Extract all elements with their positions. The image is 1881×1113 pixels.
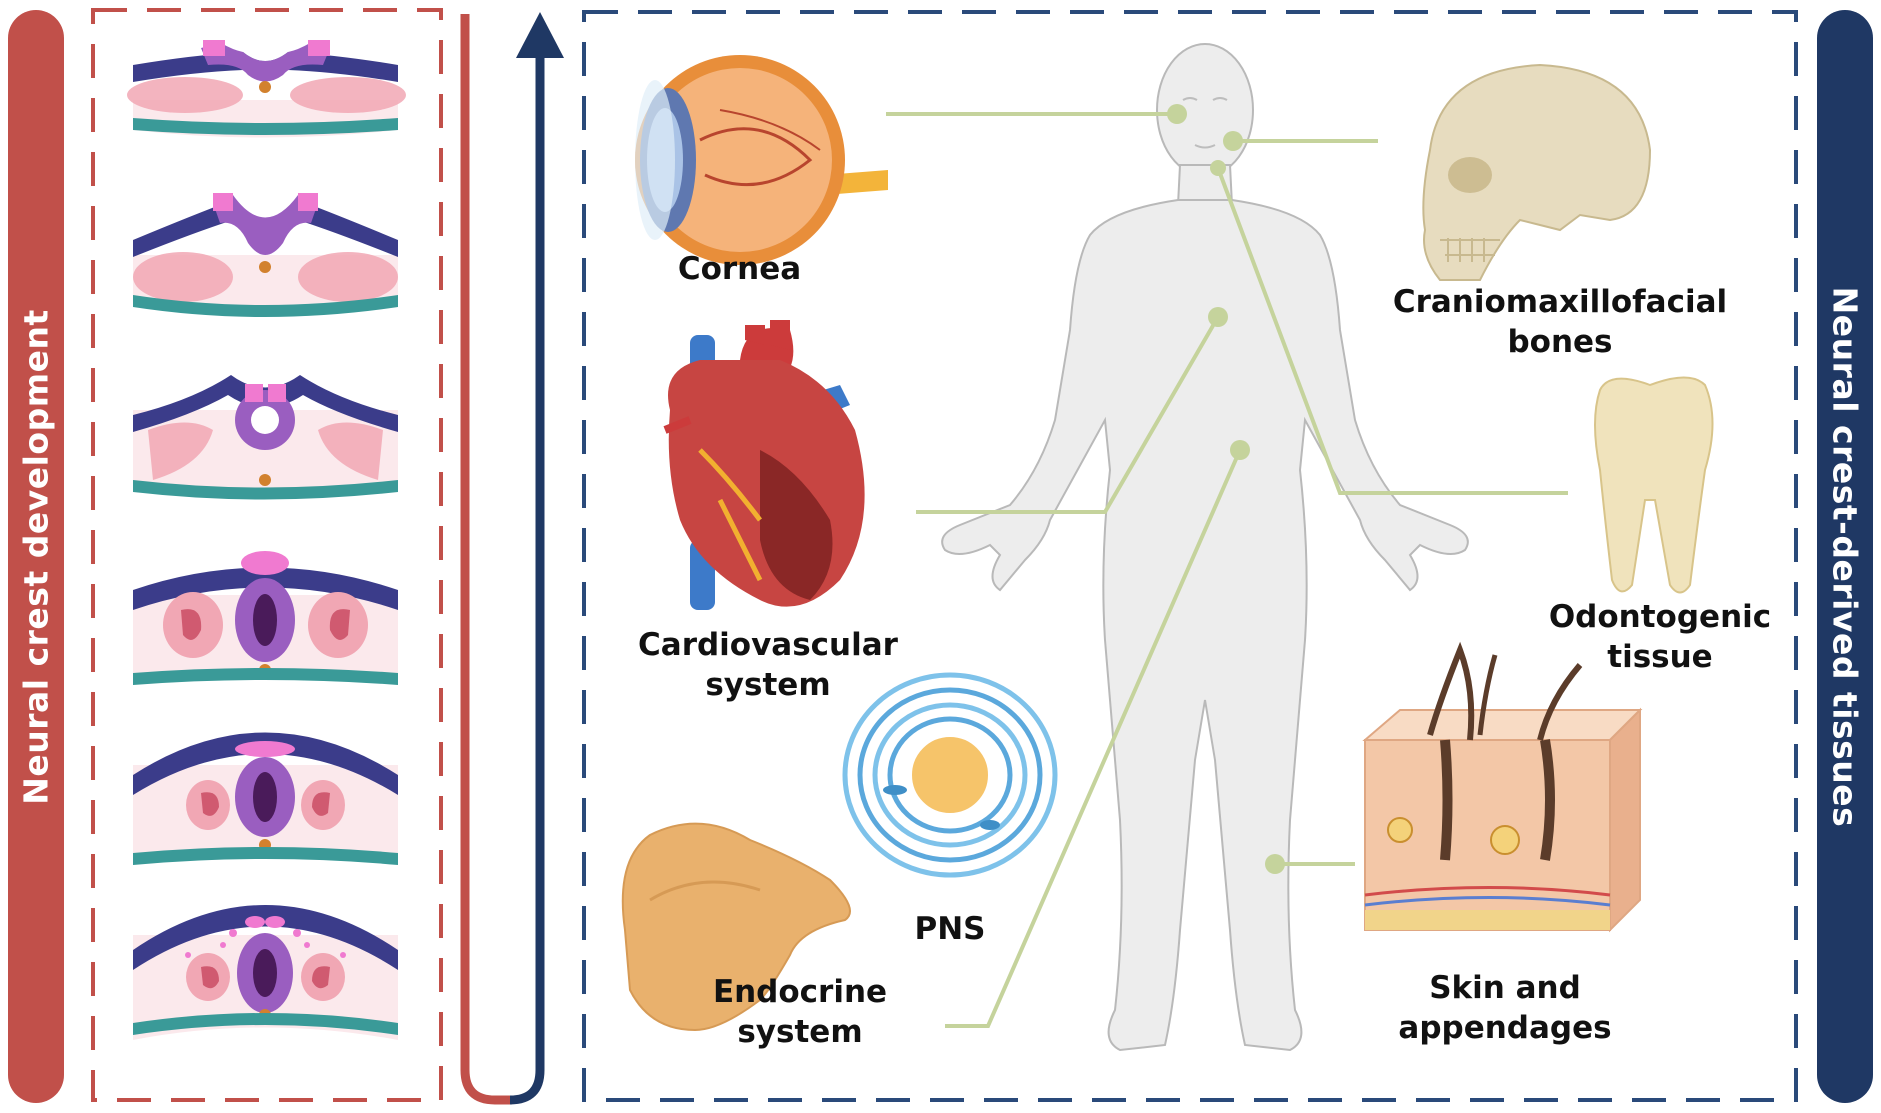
label-endocrine: Endocrine system — [680, 972, 920, 1052]
right-bar: Neural crest-derived tissues — [1817, 10, 1873, 1103]
skin-icon — [1362, 641, 1643, 933]
gland-icon — [621, 822, 851, 1032]
label-pns: PNS — [914, 911, 986, 947]
label-craniomaxillofacial: Craniomaxillofacial bones — [1390, 282, 1730, 362]
arrow-red-segment — [460, 14, 512, 1105]
tooth-icon — [1594, 376, 1714, 594]
label-odonto-line1: Odontogenic — [1548, 599, 1772, 635]
eye-icon — [635, 55, 888, 265]
label-cardio-line1: Cardiovascular — [638, 627, 898, 663]
nerve-cell-icon — [842, 672, 1058, 878]
label-endocrine-line1: Endocrine — [712, 974, 888, 1010]
label-cardio-line2: system — [705, 667, 831, 703]
label-skin-line1: Skin and — [1429, 970, 1581, 1006]
neural-tube-stage-icon — [133, 375, 398, 500]
neural-tube-stage-icon — [133, 732, 398, 865]
neural-tube-stage-icon — [133, 193, 398, 317]
label-skin-line2: appendages — [1398, 1010, 1612, 1046]
label-odontogenic: Odontogenic tissue — [1535, 597, 1785, 677]
label-cardiovascular: Cardiovascular system — [628, 625, 908, 705]
neural-tube-stage-icon — [127, 40, 406, 143]
connectors — [886, 112, 1568, 1028]
connector-dots — [1167, 104, 1285, 874]
right-dashed-box — [582, 10, 1798, 1102]
arrow-blue-segment — [509, 55, 545, 1105]
left-dashed-box — [91, 8, 443, 1102]
label-odonto-line2: tissue — [1607, 639, 1713, 675]
neural-tube-stage-icon — [133, 551, 398, 685]
heart-icon — [663, 320, 865, 610]
human-body-icon — [941, 43, 1469, 1052]
arrow-head-icon — [516, 12, 564, 58]
neural-tube-stage-icon — [133, 905, 398, 1040]
label-cranio-line1: Craniomaxillofacial — [1392, 284, 1728, 320]
label-cornea: Cornea — [677, 251, 802, 287]
label-cranio-line2: bones — [1507, 324, 1613, 360]
label-endocrine-line2: system — [737, 1014, 863, 1050]
skull-icon — [1422, 63, 1652, 281]
label-skin: Skin and appendages — [1380, 968, 1630, 1048]
left-bar: Neural crest development — [8, 10, 64, 1103]
